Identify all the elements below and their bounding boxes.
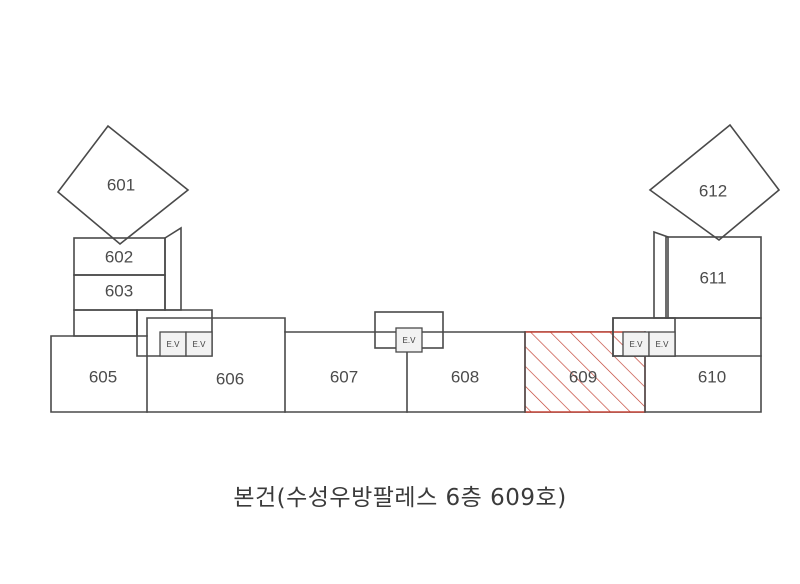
elevator-cab-left-2 [185, 331, 213, 357]
elevator-label-right-2: E.V [656, 340, 670, 349]
room-label-602: 602 [105, 247, 133, 266]
room-label-603: 603 [105, 281, 133, 300]
room-label-611: 611 [699, 268, 726, 287]
elevator-cabs [159, 327, 676, 357]
left-wing [56, 124, 213, 357]
elevator-label-right-1: E.V [630, 340, 644, 349]
room-label-612: 612 [699, 181, 727, 200]
room-label-609: 609 [569, 367, 597, 386]
left-shaft [164, 226, 182, 311]
room-label-608: 608 [451, 367, 479, 386]
elevator-cab-center [395, 327, 423, 353]
right-wing [612, 123, 781, 357]
elevator-label-left-2: E.V [193, 340, 207, 349]
room-label-605: 605 [89, 367, 117, 386]
left-lobby-block [73, 309, 138, 337]
room-label-606: 606 [216, 369, 244, 388]
plan-caption: 본건(수성우방팔레스 6층 609호) [233, 485, 567, 511]
room-612-shape [648, 123, 781, 242]
elevator-label-center: E.V [403, 336, 417, 345]
elevator-cab-right-2 [648, 331, 676, 357]
room-601-shape [56, 124, 190, 246]
right-shaft [653, 230, 669, 319]
elevator-label-left-1: E.V [167, 340, 181, 349]
room-label-610: 610 [698, 367, 726, 386]
room-label-601: 601 [107, 175, 135, 194]
elevator-cab-left-1 [159, 331, 187, 357]
room-label-607: 607 [330, 367, 358, 386]
